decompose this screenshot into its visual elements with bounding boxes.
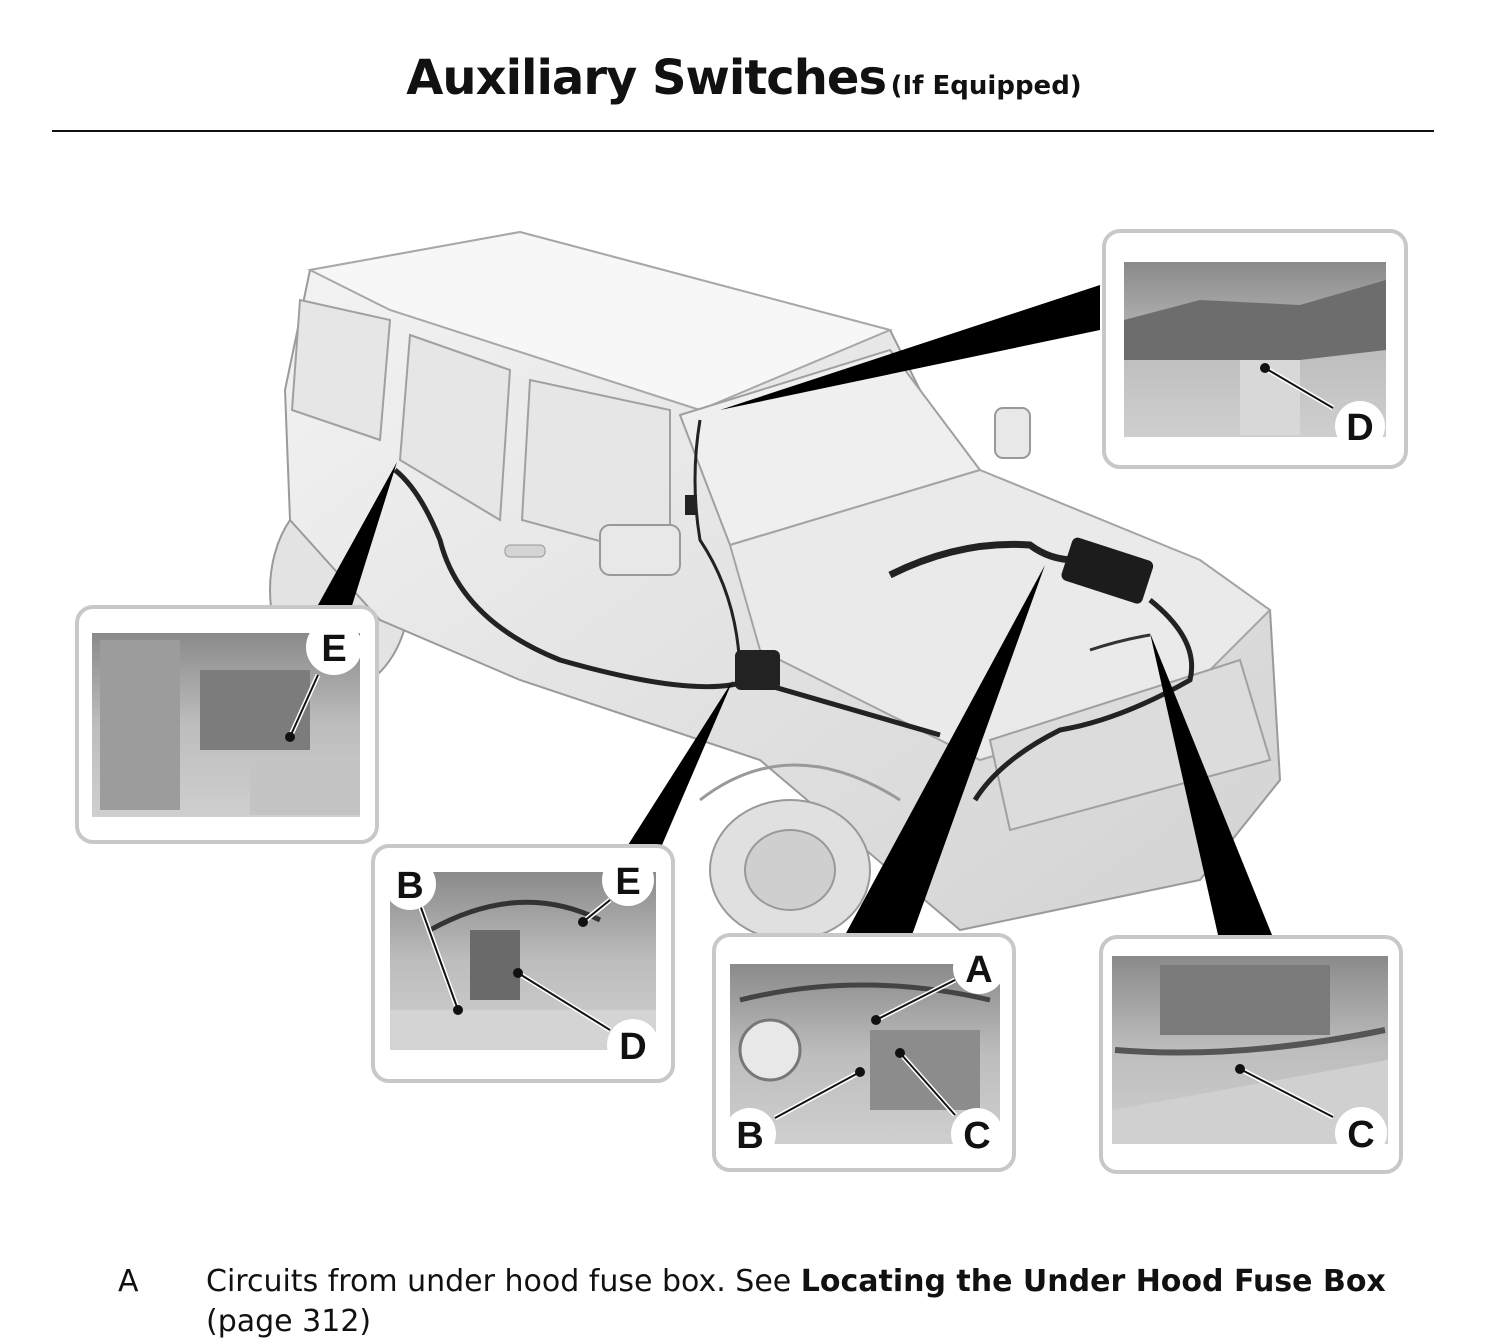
vehicle-illustration	[269, 230, 1282, 941]
inset-e-rear-body: E	[75, 605, 379, 844]
callout-label-d-lower: D	[619, 1026, 646, 1068]
inset-c-front-bumper: C	[1099, 935, 1403, 1174]
inset-abc-engine-bay: A B C	[712, 933, 1016, 1172]
legend-page-ref: (page 312)	[206, 1304, 372, 1339]
callout-label-e-lower: E	[615, 861, 640, 903]
vehicle-wiring-diagram: D E B E D	[75, 229, 1408, 1174]
callout-wedges	[318, 285, 1272, 935]
legend-letter: A	[118, 1264, 139, 1299]
callout-label-e-left: E	[321, 628, 346, 670]
inset-d-roof: D	[1102, 229, 1408, 469]
callout-label-c-middle: C	[963, 1115, 990, 1157]
title-qualifier: (If Equipped)	[890, 71, 1082, 101]
page-title: Auxiliary Switches (If Equipped)	[0, 50, 1488, 106]
callout-label-b-middle: B	[736, 1115, 763, 1157]
title-main: Auxiliary Switches	[406, 50, 887, 106]
callout-label-d: D	[1346, 407, 1373, 449]
callout-label-a: A	[965, 949, 992, 991]
legend-reference-link[interactable]: Locating the Under Hood Fuse Box	[800, 1264, 1386, 1299]
inset-bed-fender: B E D	[371, 844, 675, 1083]
title-divider	[52, 130, 1434, 132]
callout-label-b-left: B	[396, 865, 423, 907]
legend-description: Circuits from under hood fuse box. See	[206, 1264, 801, 1299]
callout-label-c-right: C	[1347, 1114, 1374, 1156]
legend-text: Circuits from under hood fuse box. See L…	[206, 1262, 1386, 1342]
